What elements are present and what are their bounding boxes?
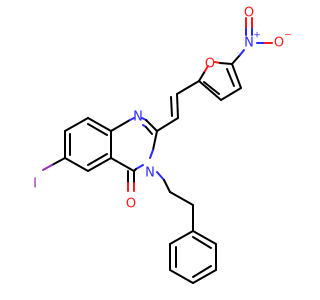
bond [87,123,108,136]
bond [51,157,66,166]
atom-label-nitro-oxygen-top: O [244,6,254,21]
bond [220,87,242,101]
bond [192,230,217,245]
bond [169,230,194,245]
atom-label-nitro-nitrogen: N [244,36,254,51]
bond [64,157,89,172]
bond [163,179,171,193]
atom-label-n3: N [145,166,155,181]
bond [231,54,241,65]
charge-label-nitro-nitrogen: + [253,31,261,41]
bond [145,126,153,135]
bond [152,130,158,151]
atom-label-iodine: I [33,177,37,192]
bond [176,80,200,95]
bond [135,164,144,170]
bond [198,70,206,82]
atom-label-carbonyl-oxygen: O [126,197,136,212]
molecule-svg: N N O O I N + O O − [33,6,292,284]
bond [156,171,165,181]
bond [149,149,154,159]
atom-label-n1: N [133,110,143,125]
bond [64,117,89,132]
bond [176,93,179,119]
atom-label-nitro-oxygen-right: O [274,36,284,51]
bond [198,80,222,101]
bond [129,117,135,121]
molecule-structure-diagram: N N O O I N + O O − [33,5,292,284]
bond [226,68,235,87]
bond [145,119,158,132]
bond [204,65,209,72]
bond [219,62,233,65]
bond [192,265,212,278]
bond [87,117,112,132]
charge-label-nitro-oxygen: − [284,31,292,41]
bond [87,153,108,166]
bond [170,96,173,117]
bond [231,63,242,89]
bond [42,164,53,171]
bond [169,269,194,284]
bond [110,119,131,132]
atom-label-furan-oxygen: O [205,57,215,72]
bond [192,269,217,284]
bond [169,191,194,206]
bond [203,81,220,95]
bond [239,49,245,56]
bond [87,157,112,172]
bond [192,236,212,249]
bond [110,157,135,172]
bond [156,117,179,132]
